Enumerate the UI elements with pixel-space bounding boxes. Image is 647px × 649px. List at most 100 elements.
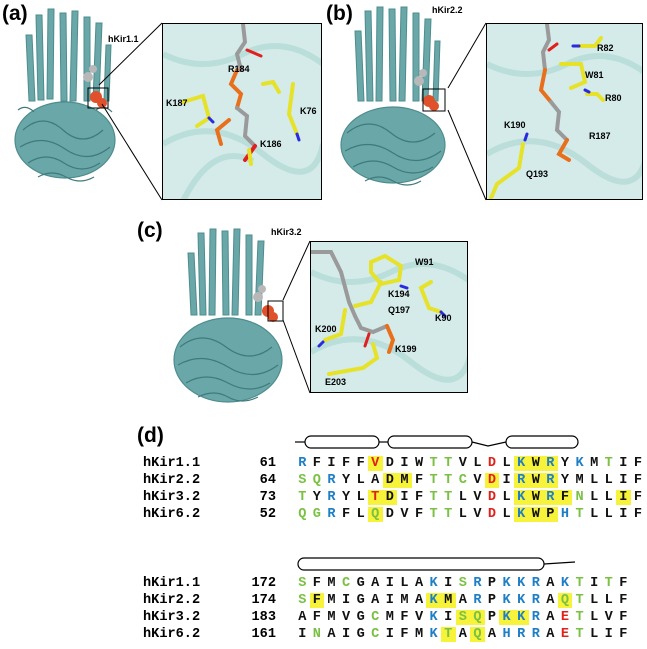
- panel-label-b: (b): [326, 2, 353, 25]
- residue: L: [502, 490, 511, 505]
- residue: F: [557, 490, 573, 505]
- residue: Y: [341, 490, 351, 505]
- residue: F: [309, 593, 325, 608]
- residue: I: [400, 456, 409, 471]
- residue: W: [528, 507, 544, 522]
- residue: Y: [312, 490, 321, 505]
- residue: G: [356, 610, 365, 625]
- residue: Q: [312, 473, 321, 488]
- residue-label: Q197: [388, 305, 411, 315]
- residue: C: [371, 610, 380, 625]
- residue-label: K200: [315, 324, 337, 334]
- residue: F: [619, 576, 628, 591]
- panel-label-a: (a): [2, 2, 28, 25]
- residue: R: [327, 507, 336, 522]
- residue: T: [575, 593, 584, 608]
- protein-structure-hkir1-1: [8, 5, 123, 190]
- residue: L: [590, 473, 599, 488]
- residue: M: [575, 473, 584, 488]
- residue: Y: [341, 473, 351, 488]
- residue: I: [604, 627, 613, 642]
- residue: D: [487, 490, 497, 505]
- residue: W: [528, 490, 544, 505]
- residue: D: [385, 507, 394, 522]
- residue: T: [604, 576, 613, 591]
- residue: F: [400, 610, 409, 625]
- residue: L: [590, 490, 599, 505]
- residue: M: [414, 627, 424, 642]
- residue: F: [619, 593, 628, 608]
- residue: I: [341, 593, 351, 608]
- residue: A: [414, 576, 424, 591]
- residue: F: [400, 627, 409, 642]
- residue: S: [298, 576, 307, 591]
- residue: R: [298, 456, 307, 471]
- residue: M: [327, 593, 336, 608]
- sequence-start-number: 172: [251, 576, 276, 591]
- residue: D: [484, 473, 500, 488]
- sequence-name: hKir6.2: [143, 627, 201, 642]
- residue: K: [502, 576, 511, 591]
- residue: I: [385, 576, 394, 591]
- residue: Y: [560, 473, 570, 488]
- residue: V: [367, 456, 383, 471]
- residue: F: [312, 576, 321, 591]
- residue: I: [341, 627, 351, 642]
- residue: K: [575, 456, 584, 471]
- residue: M: [327, 610, 336, 625]
- residue-label: K190: [504, 120, 526, 130]
- residue: L: [502, 507, 511, 522]
- residue: Y: [560, 456, 570, 471]
- residue: I: [619, 456, 628, 471]
- residue: A: [371, 473, 380, 488]
- residue: A: [371, 593, 380, 608]
- residue-label: R82: [597, 43, 614, 53]
- residue: L: [473, 456, 482, 471]
- residue: F: [633, 456, 643, 471]
- residue: V: [604, 610, 613, 625]
- residue: A: [546, 627, 555, 642]
- residue: I: [385, 627, 394, 642]
- residue: V: [473, 507, 482, 522]
- residue-label: K194: [388, 289, 410, 299]
- residue: C: [458, 473, 467, 488]
- residue: V: [473, 473, 482, 488]
- residue-label: W91: [415, 257, 434, 267]
- residue: I: [444, 576, 453, 591]
- residue: K: [429, 576, 438, 591]
- residue: D: [382, 473, 398, 488]
- residue: V: [400, 507, 409, 522]
- sequence-name: hKir2.2: [143, 473, 201, 488]
- residue: R: [327, 490, 336, 505]
- residue: F: [414, 507, 424, 522]
- residue-label: R80: [605, 93, 622, 103]
- residue: F: [619, 610, 628, 625]
- residue: Q: [557, 593, 573, 608]
- residue: K: [517, 576, 526, 591]
- residue: P: [487, 593, 497, 608]
- residue-label: K90: [435, 313, 452, 323]
- residue: R: [327, 473, 336, 488]
- residue-label: R187: [589, 131, 611, 141]
- residue: Q: [367, 507, 383, 522]
- residue: F: [341, 456, 351, 471]
- residue: I: [590, 576, 599, 591]
- residue: L: [458, 507, 467, 522]
- sequence-name: hKir1.1: [143, 576, 201, 591]
- residue: R: [543, 490, 558, 505]
- residue: Q: [298, 507, 307, 522]
- residue: C: [371, 627, 380, 642]
- residue: K: [502, 593, 511, 608]
- sequence-name: hKir2.2: [143, 593, 201, 608]
- residue: N: [575, 490, 584, 505]
- residue: Q: [470, 610, 485, 625]
- residue: K: [560, 576, 570, 591]
- residue: I: [444, 610, 453, 625]
- residue: F: [356, 456, 365, 471]
- panel-label-d: (d): [137, 424, 164, 447]
- residue: A: [458, 593, 467, 608]
- residue: K: [517, 593, 526, 608]
- residue-label: W81: [585, 70, 604, 80]
